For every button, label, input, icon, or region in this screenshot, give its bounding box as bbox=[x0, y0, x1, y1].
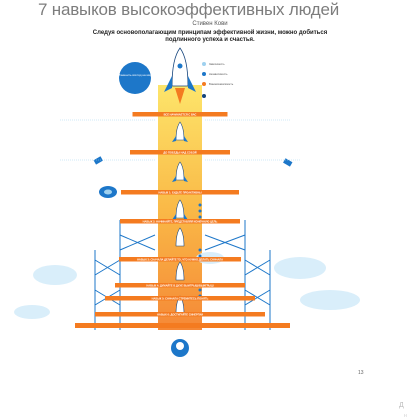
band-bar bbox=[121, 190, 239, 195]
legend-item: Независимость bbox=[209, 72, 228, 76]
band: НАВЫК 4: ДУМАЙТЕ В ДУХЕ ВЫИГРЫШ/ВЫИГРЫШ bbox=[115, 283, 245, 288]
legend: Зависимость Независимость Взаимозависимо… bbox=[202, 62, 234, 98]
band-bar bbox=[120, 219, 240, 224]
band: НАВЫК 2: НАЧИНАЙТЕ, ПРЕДСТАВЛЯЯ КОНЕЧНУЮ… bbox=[120, 219, 240, 224]
page-title: 7 навыков высокоэффективных людей bbox=[38, 0, 340, 19]
rocket-icon bbox=[164, 47, 196, 104]
launch-base bbox=[75, 323, 290, 328]
band: НАВЫК 1: БУДЬТЕ ПРОАКТИВНЫ bbox=[121, 190, 239, 195]
band-label: НАВЫК 6: ДОСТИГАЙТЕ СИНЕРГИИ bbox=[157, 312, 203, 316]
band-bar bbox=[105, 296, 255, 301]
band-label: НАВЫК 3: СНАЧАЛА ДЕЛАЙТЕ ТО, ЧТО НУЖНО Д… bbox=[137, 257, 223, 261]
band-label: НАВЫК 5: СНАЧАЛА СТРЕМИТЕСЬ ПОНЯТЬ bbox=[152, 296, 209, 300]
band-bar bbox=[95, 312, 265, 317]
band-bar bbox=[115, 283, 245, 288]
subtitle: Следуя основополагающим принципам эффект… bbox=[92, 30, 328, 43]
band-label: НАВЫК 2: НАЧИНАЙТЕ, ПРЕДСТАВЛЯЯ КОНЕЧНУЮ… bbox=[143, 219, 218, 223]
legend-item: Зависимость bbox=[209, 62, 225, 66]
band: НАВЫК 6: ДОСТИГАЙТЕ СИНЕРГИИ bbox=[95, 312, 265, 317]
band: НАВЫК 3: СНАЧАЛА ДЕЛАЙТЕ ТО, ЧТО НУЖНО Д… bbox=[119, 257, 241, 262]
circle-label: Изменить взгляд на мир bbox=[118, 73, 152, 77]
band-label: ВСЕ НАЧИНАЕТСЯ С ВАС bbox=[164, 112, 197, 116]
corner-mark-2: н bbox=[404, 413, 407, 419]
page-number: 13 bbox=[358, 370, 364, 376]
band-label: НАВЫК 4: ДУМАЙТЕ В ДУХЕ ВЫИГРЫШ/ВЫИГРЫШ bbox=[146, 283, 214, 287]
band-bar bbox=[119, 257, 241, 262]
galaxy-icon bbox=[99, 186, 117, 198]
band-label: ДО ПОБЕДЫ НАД СОБОЙ bbox=[163, 150, 196, 154]
satellite-icon bbox=[93, 156, 293, 167]
band-bar bbox=[132, 112, 228, 117]
author: Стивен Кови bbox=[192, 21, 228, 27]
band-label: НАВЫК 1: БУДЬТЕ ПРОАКТИВНЫ bbox=[158, 190, 201, 194]
mindset-circle bbox=[119, 62, 151, 94]
band: НАВЫК 5: СНАЧАЛА СТРЕМИТЕСЬ ПОНЯТЬ bbox=[105, 296, 255, 301]
legend-item: Взаимозависимость bbox=[209, 82, 234, 86]
band-bar bbox=[130, 150, 230, 155]
corner-mark: Д bbox=[399, 402, 404, 409]
tower-scaffold bbox=[94, 220, 271, 330]
band: ДО ПОБЕДЫ НАД СОБОЙ bbox=[130, 150, 230, 155]
band: ВСЕ НАЧИНАЕТСЯ С ВАС bbox=[132, 112, 228, 117]
